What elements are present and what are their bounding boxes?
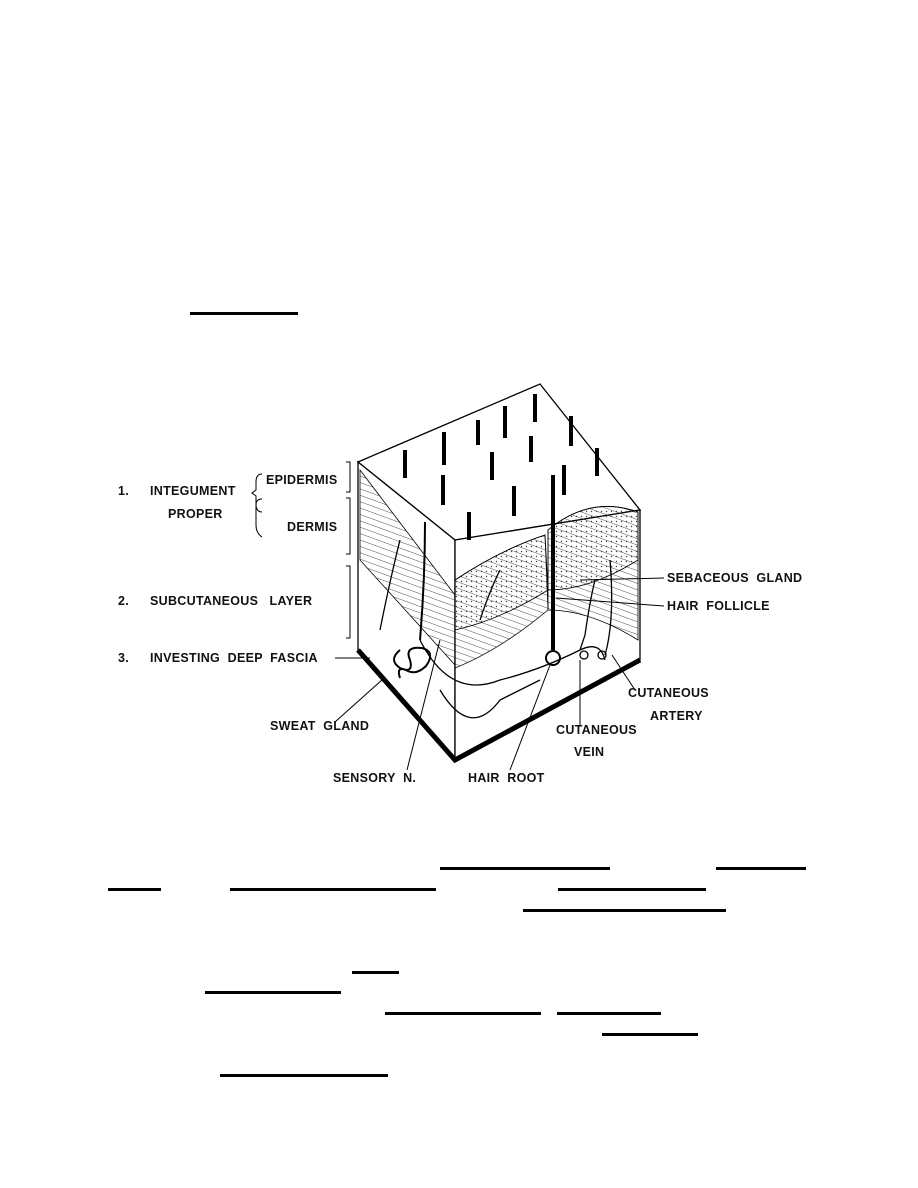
blank-underline [523, 909, 726, 912]
label-epidermis: EPIDERMIS [266, 473, 338, 487]
label-integument: INTEGUMENT [150, 484, 236, 498]
blank-underline [558, 888, 706, 891]
label-cutaneous-artery-2: ARTERY [650, 709, 703, 723]
label-integument-number: 1. [118, 484, 130, 498]
label-sweat-gland: SWEAT GLAND [270, 719, 370, 733]
label-proper: PROPER [168, 507, 223, 521]
label-sebaceous-gland: SEBACEOUS GLAND [667, 571, 803, 585]
label-subcutaneous-number: 2. [118, 594, 130, 608]
blank-underline [230, 888, 436, 891]
blank-underline [108, 888, 161, 891]
blank-underline [440, 867, 610, 870]
label-fascia-number: 3. [118, 651, 130, 665]
label-dermis: DERMIS [287, 520, 338, 534]
blank-underline [220, 1074, 388, 1077]
blank-underline [716, 867, 806, 870]
blank-underline [557, 1012, 661, 1015]
label-hair-root: HAIR ROOT [468, 771, 545, 785]
blank-underline [190, 312, 298, 315]
blank-underline [352, 971, 399, 974]
blank-underline [205, 991, 341, 994]
label-cutaneous-artery-1: CUTANEOUS [628, 686, 709, 700]
label-hair-follicle: HAIR FOLLICLE [667, 599, 770, 613]
label-subcutaneous-layer: SUBCUTANEOUS LAYER [150, 594, 313, 608]
label-cutaneous-vein-1: CUTANEOUS [556, 723, 637, 737]
label-investing-deep-fascia: INVESTING DEEP FASCIA [150, 651, 318, 665]
blank-underline [385, 1012, 541, 1015]
label-sensory-nerve: SENSORY N. [333, 771, 417, 785]
label-cutaneous-vein-2: VEIN [574, 745, 605, 759]
blank-underline [602, 1033, 698, 1036]
